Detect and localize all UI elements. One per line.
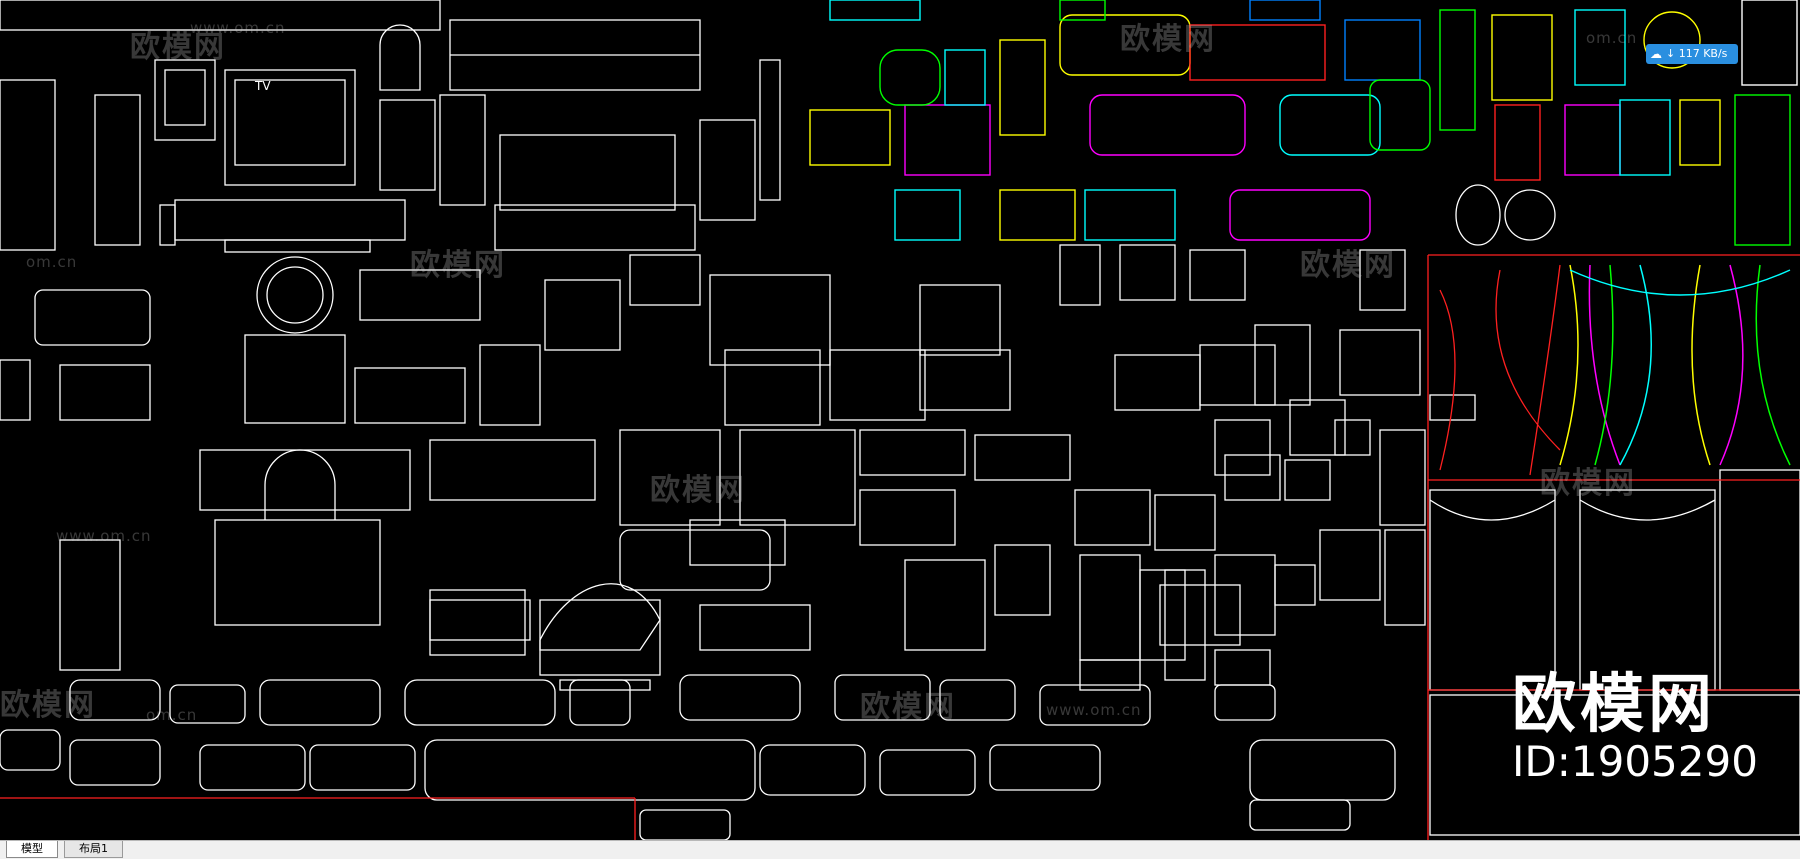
brand-id: ID:1905290 bbox=[1512, 737, 1758, 786]
download-speed-badge: ☁ ↓ 117 KB/s bbox=[1646, 44, 1738, 64]
watermark: 欧模网 bbox=[130, 30, 226, 65]
watermark: www.om.cn bbox=[56, 527, 152, 545]
cad-drawing: TV bbox=[0, 0, 1800, 840]
watermark: 欧模网 bbox=[650, 473, 746, 508]
watermark: om.cn bbox=[146, 706, 198, 724]
watermark: 欧模网 bbox=[860, 690, 956, 725]
door-elevation bbox=[0, 79, 56, 251]
watermark: om.cn bbox=[26, 253, 78, 271]
brand-block: 欧模网 ID:1905290 bbox=[1512, 672, 1758, 786]
watermark: om.cn bbox=[1586, 29, 1638, 47]
watermark: www.om.cn bbox=[1046, 701, 1142, 719]
cloud-icon: ☁ bbox=[1650, 47, 1662, 61]
watermark: 欧模网 bbox=[1300, 248, 1396, 283]
download-speed-text: ↓ 117 KB/s bbox=[1666, 47, 1728, 60]
brand-title: 欧模网 bbox=[1512, 668, 1716, 742]
watermark: 欧模网 bbox=[0, 688, 96, 723]
tab-model[interactable]: 模型 bbox=[6, 841, 58, 858]
watermark: 欧模网 bbox=[1120, 22, 1216, 57]
cad-model-space[interactable]: TV bbox=[0, 0, 1800, 840]
svg-text:TV: TV bbox=[254, 79, 271, 93]
watermark: 欧模网 bbox=[410, 248, 506, 283]
tab-layout1[interactable]: 布局1 bbox=[64, 841, 123, 858]
layout-tab-bar: 模型 布局1 bbox=[0, 840, 1800, 859]
watermark: www.om.cn bbox=[190, 19, 286, 37]
watermark: 欧模网 bbox=[1540, 466, 1636, 501]
tv-elevation bbox=[224, 69, 356, 186]
